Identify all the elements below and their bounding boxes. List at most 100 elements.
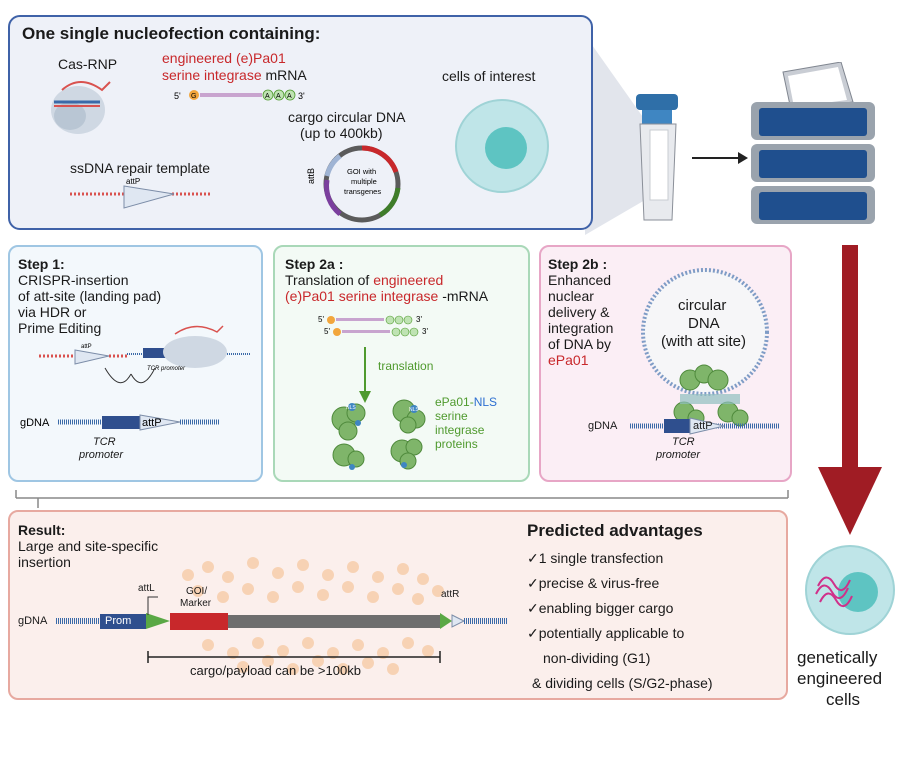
translation-label: translation (378, 359, 434, 373)
output-label-line3: cells (826, 690, 861, 709)
cas-rnp-icon (51, 81, 111, 134)
ssdna-label: ssDNA repair template (70, 160, 211, 176)
cargo-label-line1: cargo circular DNA (288, 109, 406, 125)
integrase-label-line1: engineered (e)Pa01 (162, 50, 286, 66)
result-goi-line2: Marker (180, 598, 212, 609)
result-cargo-label: cargo/payload can be >100kb (190, 663, 361, 678)
step1-line2: of att-site (landing pad) (18, 288, 162, 304)
step2b-circ-line3: (with att site) (661, 333, 747, 350)
step2b-gdna-label: gDNA (588, 420, 618, 432)
advantage-item-1: ✓1 single transfection (527, 550, 663, 566)
step2a-mrna-3-a: 3' (416, 315, 422, 324)
step2b-heading: Step 2b : (548, 256, 608, 272)
advantage-item-2: ✓precise & virus-free (527, 575, 659, 591)
step2a-mrna-3-b: 3' (422, 327, 428, 336)
step2b-integration-illustration (630, 268, 780, 435)
step1-promoter-label: promoter (79, 449, 124, 461)
step2b-line5: of DNA by (548, 336, 612, 352)
step1-tcr-label: TCR (93, 436, 116, 448)
step2a-line1-black: Translation of (285, 272, 374, 288)
step2b-circ-line1: circular (678, 297, 727, 314)
result-gdna-label: gDNA (18, 615, 48, 627)
result-goi-line1: GOI/ (186, 586, 208, 597)
advantage-text-1: 1 single transfection (538, 550, 664, 566)
step2a-line1-red: engineered (373, 272, 444, 288)
step1-small-tcr: TCR promoter (147, 366, 186, 372)
step2b-line4: integration (548, 320, 614, 336)
translation-arrow (359, 347, 371, 403)
cell-of-interest-icon (455, 99, 549, 193)
output-label-line1: genetically (797, 648, 878, 667)
goi-label-1: GOI with (347, 167, 376, 176)
mrna-a-label-1: A (265, 93, 270, 100)
step2b-line6: ePa01 (548, 352, 589, 368)
integrase-label-black: mRNA (261, 67, 307, 83)
goi-label-2: multiple (351, 177, 377, 186)
step2b-attp-label: attP (693, 420, 713, 432)
result-heading: Result: (18, 522, 66, 538)
arrow-to-nucleofector (692, 152, 748, 164)
step2a-mrna-5-a: 5' (318, 315, 324, 324)
step2a-protein-line1: ePa01-NLS (435, 395, 498, 410)
step2b-promoter-label: promoter (656, 449, 701, 461)
step2b-tcr-label: TCR (672, 436, 695, 448)
result-line1: Large and site-specific (18, 538, 159, 554)
steps-bracket (15, 490, 789, 508)
mrna-g-label: G (191, 93, 196, 100)
mrna-a-label-2: A (276, 93, 281, 100)
zoom-funnel (585, 35, 645, 235)
advantage-item-4: ✓potentially applicable to (527, 625, 684, 641)
result-construct-illustration (56, 557, 508, 675)
cargo-plasmid-icon: GOI with multiple transgenes attB (306, 145, 401, 223)
nls-tag-1: NLS (346, 405, 356, 411)
step2b-circ-line2: DNA (688, 315, 720, 332)
engineered-cell-icon (805, 545, 895, 635)
step2b-line2: nuclear (548, 288, 594, 304)
advantage-item-3: ✓enabling bigger cargo (527, 600, 673, 616)
step1-small-attp: attP (81, 344, 92, 350)
check-icon: ✓ (527, 575, 539, 591)
advantage-text-2: precise & virus-free (538, 575, 660, 591)
step1-line1: CRISPR-insertion (18, 272, 129, 288)
step2a-heading: Step 2a : (285, 256, 344, 272)
nls-tag-2: NLS (409, 407, 419, 413)
step2a-protein-line2: serine (435, 409, 468, 423)
check-icon: ✓ (527, 625, 539, 641)
advantages-title: Predicted advantages (527, 521, 703, 540)
result-prom-label: Prom (105, 615, 132, 627)
step2a-protein-line4: proteins (435, 437, 478, 451)
mrna-a-label-3: A (287, 93, 292, 100)
advantage-cont-2: & dividing cells (S/G2-phase) (532, 675, 713, 691)
integrase-label-line2: serine integrase mRNA (162, 67, 307, 83)
mrna-5-label: 5' (174, 91, 181, 101)
goi-label-3: transgenes (344, 187, 381, 196)
step1-line4: Prime Editing (18, 320, 102, 336)
step1-panel (8, 245, 263, 482)
step2a-line1: Translation of engineered (285, 272, 443, 288)
integrase-label-red: serine integrase (162, 67, 262, 83)
big-output-arrow (818, 245, 882, 535)
step2a-line2: (e)Pa01 serine integrase -mRNA (285, 288, 488, 304)
step2b-line1: Enhanced (548, 272, 612, 288)
ssdna-attp-label: attP (126, 178, 140, 186)
step1-attp-label: attP (142, 417, 162, 429)
step1-line3: via HDR or (18, 304, 87, 320)
step1-gdna-label: gDNA (20, 417, 50, 429)
step2a-protein-nls: NLS (473, 395, 498, 409)
ssdna-template-icon: attP (70, 178, 212, 209)
output-label-line2: engineered (797, 669, 883, 688)
check-icon: ✓ (527, 550, 539, 566)
step2a-protein-line3: integrase (435, 423, 485, 437)
cargo-label-line2: (up to 400kb) (300, 125, 383, 141)
step2a-protein-green: ePa01- (435, 395, 474, 409)
nucleofector-device-icon (751, 62, 875, 224)
advantage-text-3: enabling bigger cargo (538, 600, 674, 616)
step2a-line2-black: -mRNA (438, 288, 489, 304)
result-line2: insertion (18, 554, 71, 570)
result-attr-label: attR (441, 589, 460, 600)
check-icon: ✓ (527, 600, 539, 616)
mrna-top-icon: 5' G A A A 3' (174, 89, 305, 101)
cuvette-icon (636, 94, 678, 221)
result-attl-label: attL (138, 583, 155, 594)
step1-heading: Step 1: (18, 256, 65, 272)
